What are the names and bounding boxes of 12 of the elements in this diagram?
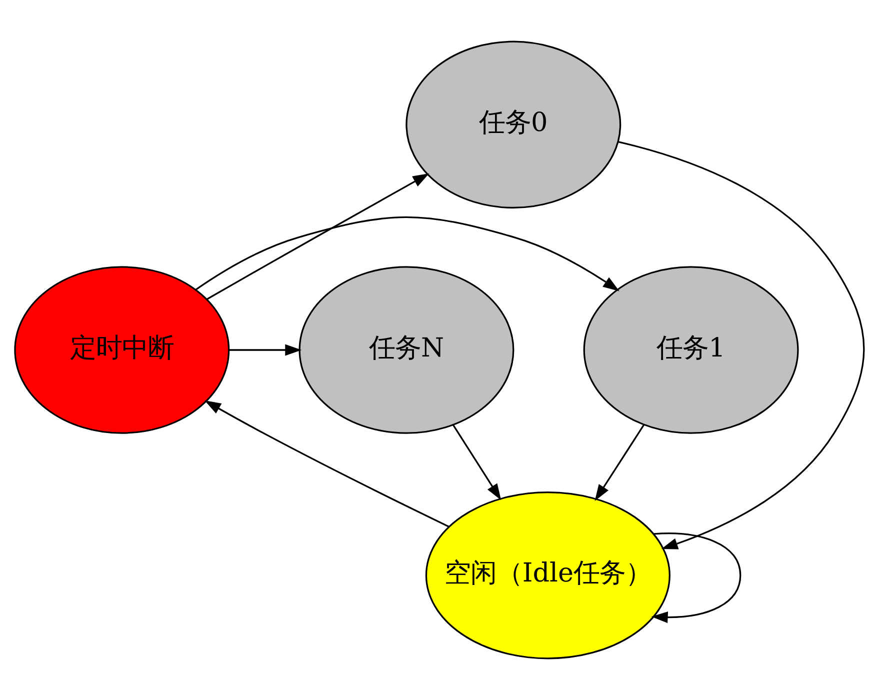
node-ellipse: 任务1 xyxy=(583,266,799,434)
arrow xyxy=(206,173,430,300)
node-ellipse: 任务0 xyxy=(406,40,622,209)
arrow xyxy=(594,424,644,502)
arrow xyxy=(204,400,450,528)
arrow xyxy=(195,216,620,292)
arrow xyxy=(651,532,742,624)
arrow xyxy=(618,141,865,550)
arrow xyxy=(452,424,502,500)
arrow xyxy=(229,344,302,356)
node-ellipse: 定时中断 xyxy=(14,266,230,434)
node-ellipse: 任务N xyxy=(298,266,514,434)
